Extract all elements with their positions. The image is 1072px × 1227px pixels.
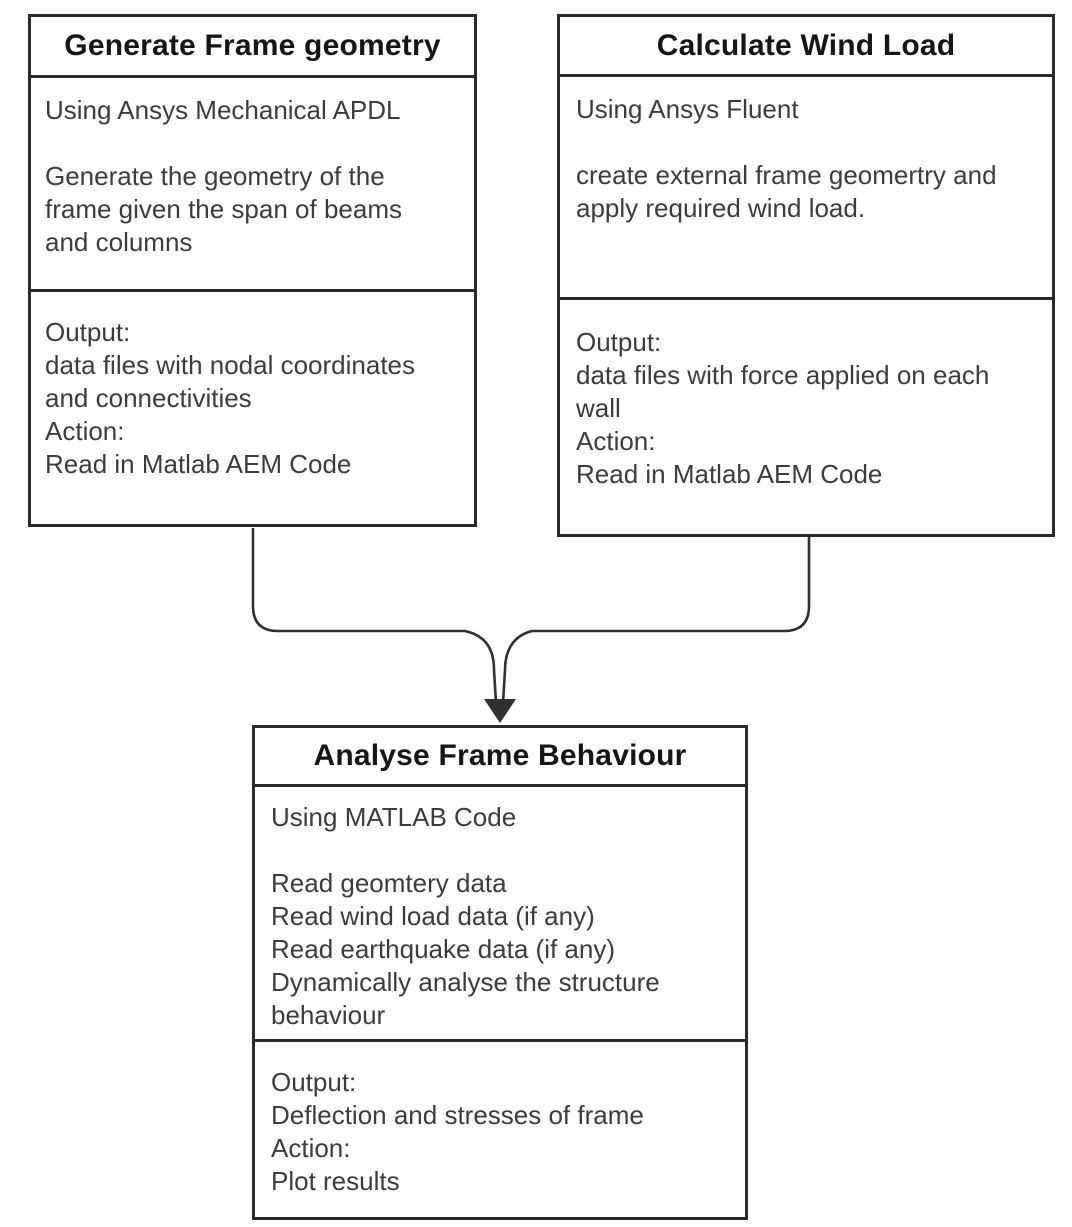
node-description-section: Using MATLAB Code Read geomtery data Rea… — [255, 787, 745, 1042]
node-title: Analyse Frame Behaviour — [255, 728, 745, 787]
node-analyse-frame-behaviour: Analyse Frame Behaviour Using MATLAB Cod… — [252, 725, 748, 1220]
connector-from-calculate-wind-load — [501, 537, 811, 704]
node-description-section: Using Ansys Mechanical APDL Generate the… — [31, 78, 474, 292]
merge-arrowhead-icon — [484, 699, 516, 723]
node-output-section: Output: Deflection and stresses of frame… — [271, 1067, 644, 1196]
node-output-section: Output: data files with nodal coordinate… — [45, 317, 416, 479]
node-calculate-wind-load: Calculate Wind Load Using Ansys Fluent c… — [557, 14, 1055, 537]
connector-from-generate-frame-geometry — [251, 528, 498, 704]
node-description-section: Using Ansys Fluent create external frame… — [560, 77, 1052, 300]
node-title: Calculate Wind Load — [560, 17, 1052, 77]
node-title: Generate Frame geometry — [31, 17, 474, 78]
node-output-section: Output: data files with force applied on… — [576, 327, 990, 489]
node-generate-frame-geometry: Generate Frame geometry Using Ansys Mech… — [28, 14, 477, 527]
